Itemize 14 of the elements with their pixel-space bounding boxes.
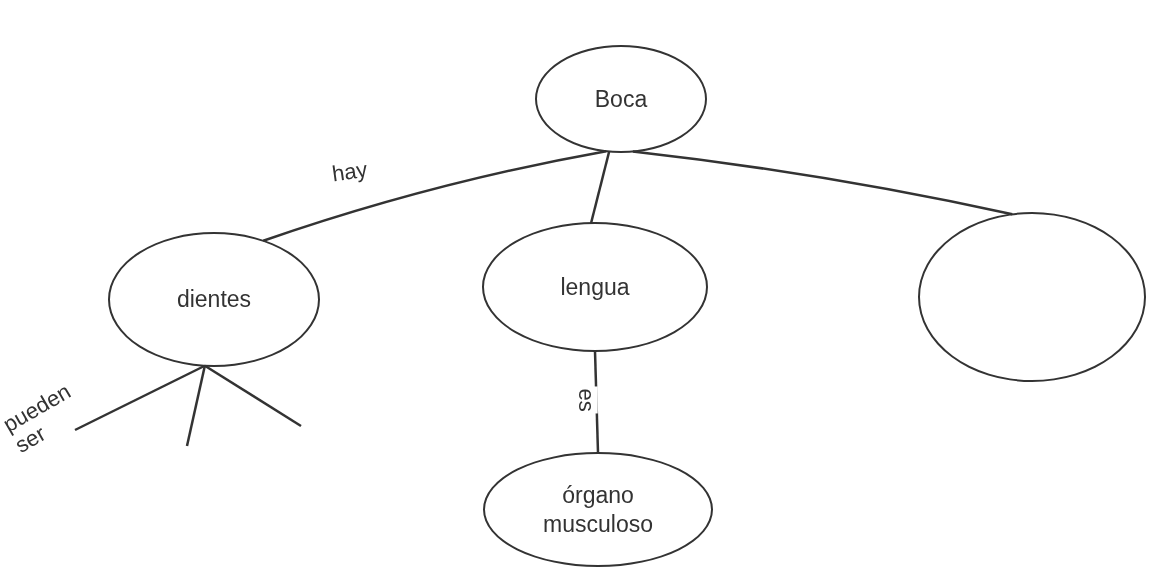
concept-text: Boca [594,84,648,114]
connector-line [204,364,302,428]
concept-ellipse [483,452,713,567]
connector-line [262,149,607,242]
concept-text: órgano musculoso [542,480,654,539]
connector-line [74,364,206,432]
concept-text: lengua [560,272,630,302]
concept-text: dientes [176,285,252,314]
connector-line [185,365,207,447]
empty-ellipse [918,212,1146,382]
concept-ellipse [482,222,708,352]
connector-line [589,151,611,224]
concept-ellipse [108,232,320,367]
concept-ellipse [535,45,707,153]
